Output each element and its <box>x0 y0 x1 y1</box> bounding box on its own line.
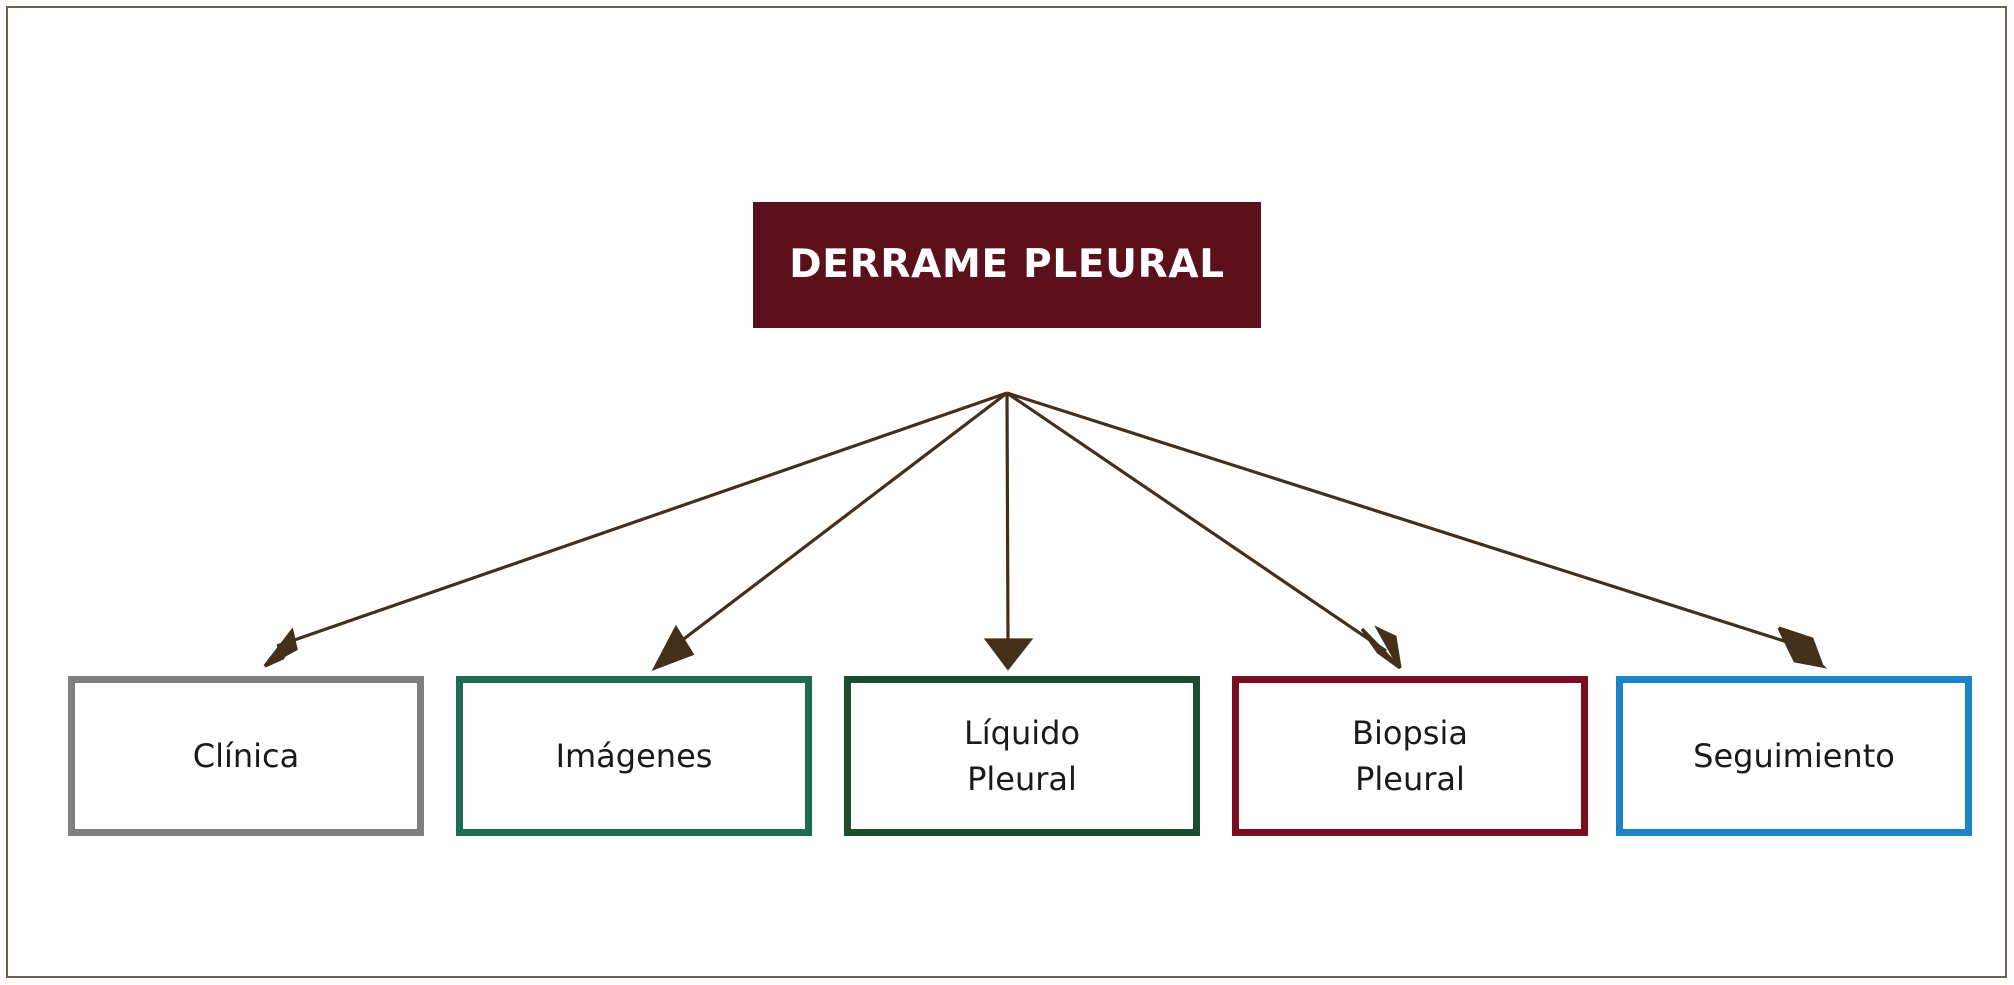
connector-arrow-imagenes <box>651 391 1008 671</box>
node-biopsia-pleural[interactable]: Biopsia Pleural <box>1232 676 1588 836</box>
connector-arrow-biopsia-pleural <box>1006 391 1402 670</box>
node-imagenes[interactable]: Imágenes <box>456 676 812 836</box>
node-seguimiento-label: Seguimiento <box>1693 736 1895 775</box>
node-biopsia-pleural-label: Biopsia Pleural <box>1352 713 1468 798</box>
node-seguimiento[interactable]: Seguimiento <box>1616 676 1972 836</box>
connector-arrow-clinica <box>263 391 1008 668</box>
node-liquido-pleural[interactable]: Líquido Pleural <box>844 676 1200 836</box>
connector-arrow-seguimiento <box>1006 391 1828 669</box>
connector-arrow-liquido-pleural <box>983 392 1034 671</box>
node-liquido-pleural-label: Líquido Pleural <box>963 713 1081 798</box>
node-clinica[interactable]: Clínica <box>68 676 424 836</box>
root-node-derrame-pleural[interactable]: DERRAME PLEURAL <box>753 202 1261 328</box>
node-imagenes-label: Imágenes <box>555 736 713 775</box>
root-node-label: DERRAME PLEURAL <box>789 241 1225 287</box>
node-clinica-label: Clínica <box>192 736 300 775</box>
